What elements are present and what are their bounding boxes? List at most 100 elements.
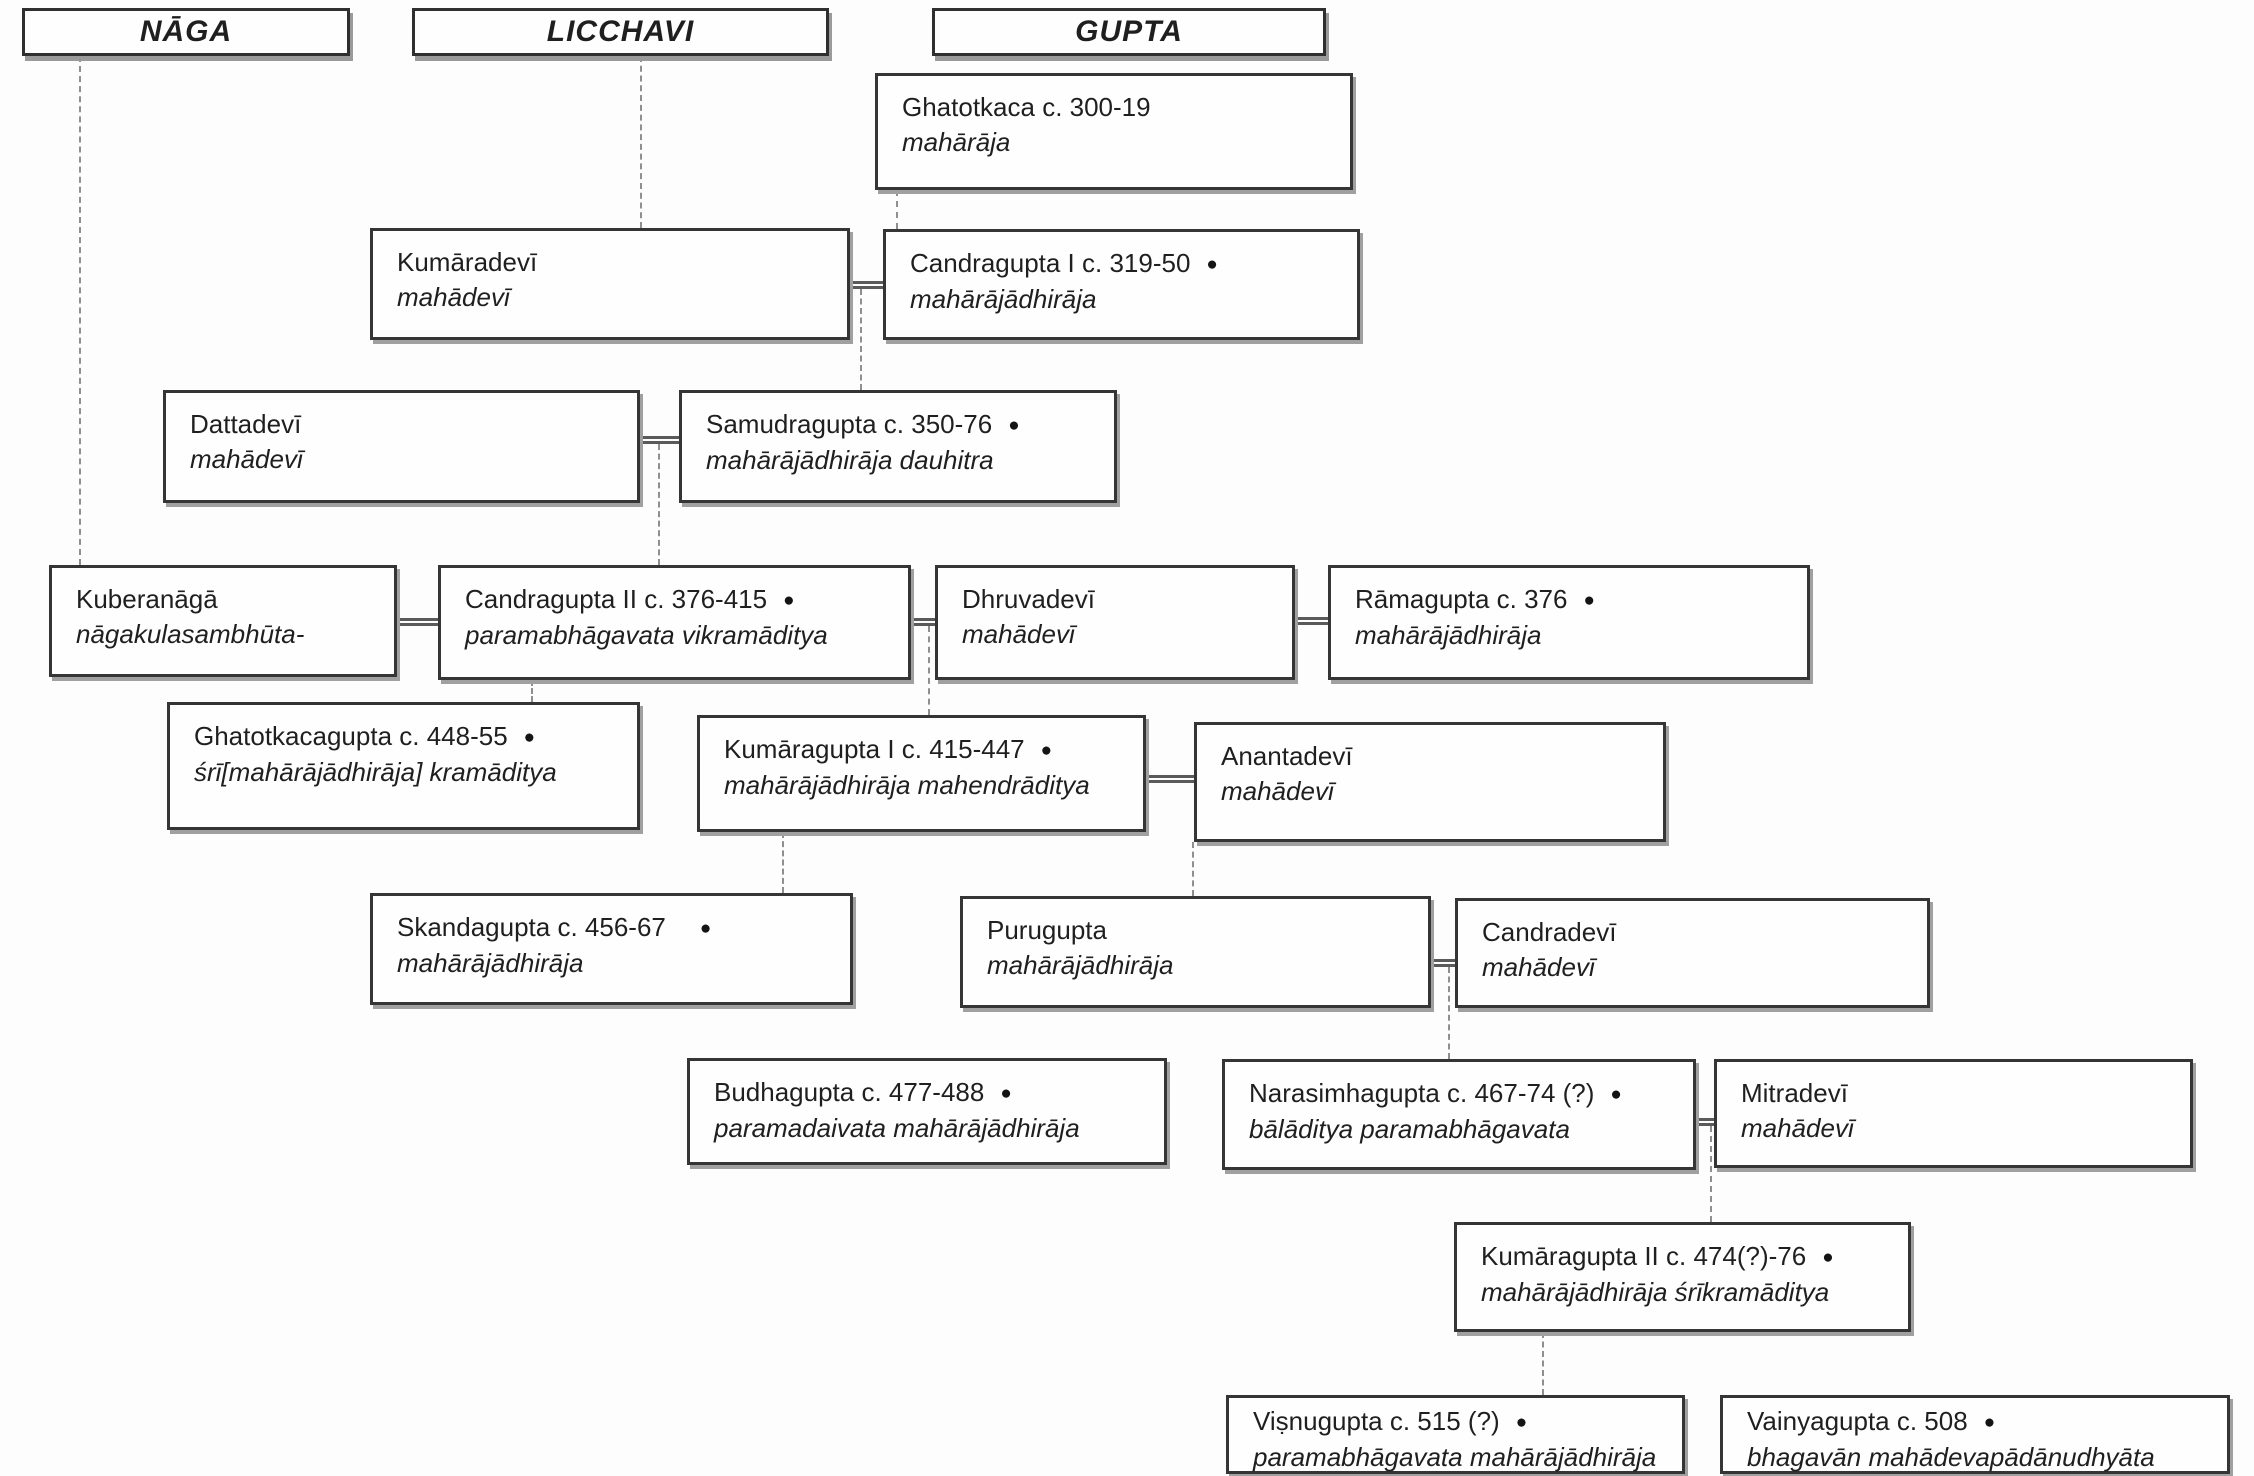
person-title: mahārājādhirāja mahendrāditya — [724, 770, 1090, 800]
person-name: Budhagupta c. 477-488● — [714, 1075, 1146, 1111]
person-title: śrī[mahārājādhirāja] kramāditya — [194, 757, 557, 787]
person-box-anantadevi: Anantadevī mahādevī — [1194, 722, 1666, 842]
lineage-header-gupta: GUPTA — [932, 8, 1326, 56]
person-title: mahādevī — [190, 444, 303, 474]
marriage-line-kuberanaga-candragupta2 — [395, 618, 440, 626]
marriage-line-kumaradevi-candragupta1 — [848, 281, 885, 289]
person-box-kumaragupta1: Kumāragupta I c. 415-447● mahārājādhirāj… — [697, 715, 1146, 832]
descent-line-marriage-kumaragupta1 — [928, 626, 930, 715]
person-title: paramabhāgavata vikramāditya — [465, 620, 828, 650]
person-box-candradevi: Candradevī mahādevī — [1455, 898, 1930, 1008]
person-title: mahārāja — [902, 127, 1011, 157]
person-name: Anantadevī — [1221, 741, 1353, 771]
person-title: mahārājādhirāja — [397, 948, 584, 978]
lineage-header-licchavi: LICCHAVI — [412, 8, 829, 56]
person-box-ghatotkaca: Ghatotkaca c. 300-19 mahārāja — [875, 73, 1353, 190]
person-name: Purugupta — [987, 915, 1107, 945]
person-box-dattadevi: Dattadevī mahādevī — [163, 390, 640, 503]
person-name: Candragupta I c. 319-50● — [910, 246, 1339, 282]
person-title: mahārājādhirāja — [987, 950, 1174, 980]
lineage-header-label: NĀGA — [139, 15, 233, 48]
person-name: Mitradevī — [1741, 1078, 1848, 1108]
person-name: Vainyagupta c. 508● — [1747, 1404, 2209, 1440]
marriage-line-purugupta-candradevi — [1429, 959, 1457, 967]
coin-icon: ● — [699, 918, 712, 939]
descent-line-marriage-kumaragupta2 — [1710, 1126, 1712, 1222]
person-box-visnugupta: Viṣnugupta c. 515 (?)● paramabhāgavata m… — [1226, 1395, 1685, 1474]
coin-icon: ● — [523, 727, 536, 748]
person-name: Viṣnugupta c. 515 (?)● — [1253, 1404, 1664, 1440]
descent-line-kumaragupta1-skandagupta — [782, 832, 784, 893]
person-title: mahārājādhirāja — [1355, 620, 1542, 650]
person-name: Kuberanāgā — [76, 584, 218, 614]
person-title: mahādevī — [397, 282, 510, 312]
lineage-header-label: LICCHAVI — [546, 15, 695, 48]
coin-icon: ● — [1040, 740, 1053, 761]
person-title: paramadaivata mahārājādhirāja — [714, 1113, 1080, 1143]
coin-icon: ● — [1008, 415, 1020, 436]
coin-icon: ● — [1822, 1247, 1834, 1268]
person-box-narasimhagupta: Narasimhagupta c. 467-74 (?)● bālāditya … — [1222, 1059, 1696, 1170]
coin-icon: ● — [1610, 1084, 1622, 1105]
marriage-line-kumaragupta1-anantadevi — [1144, 775, 1196, 783]
person-name: Ghatotkacagupta c. 448-55● — [194, 719, 619, 755]
person-title: mahādevī — [1741, 1113, 1854, 1143]
person-name: Samudragupta c. 350-76● — [706, 407, 1096, 443]
coin-icon: ● — [1000, 1083, 1012, 1104]
person-title: mahārājādhirāja śrīkramāditya — [1481, 1277, 1830, 1307]
person-title: mahādevī — [1482, 952, 1595, 982]
person-title: bhagavān mahādevapādānudhyāta — [1747, 1442, 2155, 1472]
person-name: Kumāradevī — [397, 247, 538, 277]
person-name: Rāmagupta c. 376● — [1355, 582, 1789, 618]
person-name: Candradevī — [1482, 917, 1617, 947]
person-box-kuberanaga: Kuberanāgā nāgakulasambhūta- — [49, 565, 397, 677]
descent-line-licchavi-kumaradevi — [640, 56, 642, 228]
person-box-skandagupta: Skandagupta c. 456-67● mahārājādhirāja — [370, 893, 853, 1005]
person-box-samudragupta: Samudragupta c. 350-76● mahārājādhirāja … — [679, 390, 1117, 503]
marriage-line-narasimhagupta-mitradevi — [1694, 1118, 1716, 1126]
person-title: mahārājādhirāja dauhitra — [706, 445, 994, 475]
descent-line-ghatotkaca-candragupta1 — [896, 190, 898, 229]
person-title: paramabhāgavata mahārājādhirāja — [1253, 1442, 1657, 1472]
person-name: Kumāragupta I c. 415-447● — [724, 732, 1125, 768]
person-box-candragupta2: Candragupta II c. 376-415● paramabhāgava… — [438, 565, 911, 680]
person-box-kumaragupta2: Kumāragupta II c. 474(?)-76● mahārājādhi… — [1454, 1222, 1911, 1332]
person-name: Candragupta II c. 376-415● — [465, 582, 890, 618]
person-name: Narasimhagupta c. 467-74 (?)● — [1249, 1076, 1675, 1112]
marriage-line-dhruvadevi-ramagupta — [1293, 617, 1330, 625]
person-box-candragupta1: Candragupta I c. 319-50● mahārājādhirāja — [883, 229, 1360, 340]
descent-line-marriage-narasimhagupta — [1448, 967, 1450, 1059]
lineage-header-naga: NĀGA — [22, 8, 350, 56]
person-title: mahārājādhirāja — [910, 284, 1097, 314]
coin-icon: ● — [1583, 590, 1595, 611]
person-name: Skandagupta c. 456-67● — [397, 910, 832, 946]
marriage-line-dattadevi-samudragupta — [638, 436, 681, 444]
descent-line-candragupta2-ghatotkacagupta — [531, 680, 533, 702]
person-title: nāgakulasambhūta- — [76, 619, 305, 649]
descent-line-naga-kuberanaga — [79, 56, 81, 565]
person-name: Kumāragupta II c. 474(?)-76● — [1481, 1239, 1890, 1275]
person-box-kumaradevi: Kumāradevī mahādevī — [370, 228, 850, 340]
descent-line-kumaragupta2-visnugupta — [1542, 1332, 1544, 1395]
person-box-budhagupta: Budhagupta c. 477-488● paramadaivata mah… — [687, 1058, 1167, 1165]
person-box-purugupta: Purugupta mahārājādhirāja — [960, 896, 1431, 1008]
person-title: bālāditya paramabhāgavata — [1249, 1114, 1570, 1144]
marriage-line-candragupta2-dhruvadevi — [909, 618, 937, 626]
coin-icon: ● — [1206, 254, 1218, 275]
descent-line-marriage-candragupta2 — [658, 444, 660, 565]
person-box-dhruvadevi: Dhruvadevī mahādevī — [935, 565, 1295, 680]
coin-icon: ● — [1515, 1412, 1528, 1433]
person-box-mitradevi: Mitradevī mahādevī — [1714, 1059, 2193, 1168]
descent-line-marriage-samudragupta — [860, 289, 862, 390]
coin-icon: ● — [783, 590, 795, 611]
person-title: mahādevī — [962, 619, 1075, 649]
person-title: mahādevī — [1221, 776, 1334, 806]
lineage-header-label: GUPTA — [1075, 15, 1183, 48]
person-name: Dattadevī — [190, 409, 302, 439]
coin-icon: ● — [1983, 1412, 1996, 1433]
person-name: Dhruvadevī — [962, 584, 1095, 614]
person-box-ghatotkacagupta: Ghatotkacagupta c. 448-55● śrī[mahārājād… — [167, 702, 640, 830]
person-name: Ghatotkaca c. 300-19 — [902, 92, 1151, 122]
person-box-ramagupta: Rāmagupta c. 376● mahārājādhirāja — [1328, 565, 1810, 680]
